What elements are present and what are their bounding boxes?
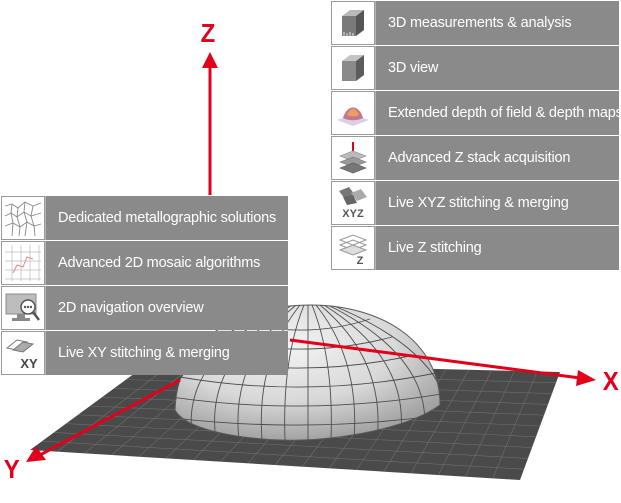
xy-icon-text: XY (20, 356, 38, 371)
z-icon-text: Z (357, 255, 364, 266)
feature-label: Live XY stitching & merging (58, 345, 230, 361)
xy-stitch-icon: XY (1, 331, 45, 375)
mosaic-grid-icon (1, 241, 45, 285)
feature-row-3d-view: 3D view (331, 46, 619, 90)
feature-label: 3D measurements & analysis (388, 15, 572, 31)
feature-label: 3D view (388, 60, 439, 76)
feature-label: Live XYZ stitching & merging (388, 195, 569, 211)
feature-row-xy-stitching: XY Live XY stitching & merging (1, 331, 288, 375)
feature-label: 2D navigation overview (58, 300, 204, 316)
feature-panel-3d: 3D measurements & analysis 3D view Exten… (331, 1, 621, 270)
feature-label: Live Z stitching (388, 240, 482, 256)
feature-label: Advanced Z stack acquisition (388, 150, 571, 166)
xyz-icon-text: XYZ (342, 208, 364, 220)
feature-label: Extended depth of field & depth maps (388, 105, 621, 121)
feature-row-depth-of-field: Extended depth of field & depth maps (331, 91, 621, 135)
metallographic-grain-icon (1, 196, 45, 240)
feature-panel-2d: Dedicated metallographic solutions Advan… (1, 196, 288, 375)
cube-measurement-icon (331, 1, 375, 45)
feature-row-z-stack: Advanced Z stack acquisition (331, 136, 619, 180)
feature-label: Advanced 2D mosaic algorithms (58, 255, 261, 271)
x-axis-label: X (602, 366, 619, 396)
z-axis-label: Z (200, 18, 216, 48)
feature-row-metallographic: Dedicated metallographic solutions (1, 196, 288, 240)
feature-row-2d-navigation: 2D navigation overview (1, 286, 288, 330)
feature-row-3d-measurements: 3D measurements & analysis (331, 1, 619, 45)
navigation-monitor-icon (1, 286, 45, 330)
xyz-stitch-icon: XYZ (331, 181, 375, 225)
depth-map-icon (331, 91, 375, 135)
cube-view-icon (331, 46, 375, 90)
z-axis (202, 52, 218, 195)
feature-row-z-stitching: Z Live Z stitching (331, 226, 619, 270)
feature-row-xyz-stitching: XYZ Live XYZ stitching & merging (331, 181, 619, 225)
feature-label: Dedicated metallographic solutions (58, 210, 277, 226)
y-axis-label: Y (3, 454, 20, 484)
feature-row-2d-mosaic: Advanced 2D mosaic algorithms (1, 241, 288, 285)
x-axis (289, 338, 596, 386)
z-stack-icon (331, 136, 375, 180)
y-axis (26, 378, 181, 462)
z-stitch-icon: Z (331, 226, 375, 270)
